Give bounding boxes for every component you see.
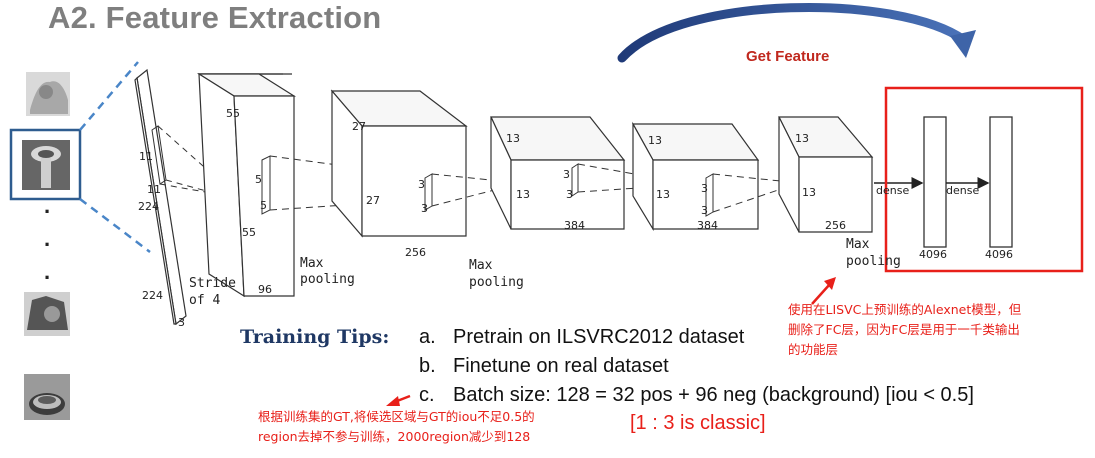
conv2-block <box>330 89 468 238</box>
tip-c: c. Batch size: 128 = 32 pos + 96 neg (bac… <box>419 384 974 407</box>
label-dense-2: dense <box>946 184 979 197</box>
label-4096b: 4096 <box>985 248 1013 261</box>
label-conv1-55b: 55 <box>242 226 256 239</box>
tip-a: a. Pretrain on ILSVRC2012 dataset <box>419 326 744 349</box>
tip-a-letter: a. <box>419 326 436 348</box>
label-dense-1: dense <box>876 184 909 197</box>
training-tips-label: Training Tips: <box>240 326 390 348</box>
page-title: A2. Feature Extraction <box>48 0 382 35</box>
fc-note-line-3: 的功能层 <box>788 342 839 357</box>
label-of4: of 4 <box>189 293 220 308</box>
label-conv4-384: 384 <box>697 219 718 232</box>
input-thumbnails <box>9 72 82 420</box>
label-stride: Stride <box>189 276 236 291</box>
input-layer <box>134 68 187 326</box>
label-conv3-13a: 13 <box>506 132 520 145</box>
label-conv3-384: 384 <box>564 219 585 232</box>
conv3-block <box>490 116 626 230</box>
label-conv5-256: 256 <box>825 219 846 232</box>
dot-3: . <box>44 259 50 284</box>
label-input-3: 3 <box>178 316 185 329</box>
label-maxpool3-max: Max <box>846 237 870 252</box>
label-conv5-13b: 13 <box>802 186 816 199</box>
fc-note-arrowhead <box>824 277 836 290</box>
label-maxpool2-max: Max <box>469 258 493 273</box>
label-conv4-3b: 3 <box>701 204 708 217</box>
label-input-224a: 224 <box>138 200 159 213</box>
get-feature-arc <box>617 2 969 63</box>
conv5-block <box>778 116 874 233</box>
tip-a-text: Pretrain on ILSVRC2012 dataset <box>453 326 745 348</box>
network-labels: 11 11 224 224 3 55 5 5 55 96 27 3 27 3 2… <box>138 107 1013 329</box>
label-conv5-13a: 13 <box>795 132 809 145</box>
thumbnail-selected <box>9 128 82 201</box>
get-feature-arrowhead <box>950 30 976 58</box>
fc-highlight-box <box>884 86 1084 273</box>
batch-filter-note: 根据训练集的GT,将候选区域与GT的iou不足0.5的 region去掉不参与训… <box>258 407 535 447</box>
label-input-11b: 11 <box>147 183 161 196</box>
label-conv2-3b: 3 <box>421 202 428 215</box>
tip-b: b. Finetune on real dataset <box>419 355 669 378</box>
fc-note-arrow <box>811 283 831 305</box>
thumbnail-3 <box>24 292 70 336</box>
tip-c-text: Batch size: 128 = 32 pos + 96 neg (backg… <box>453 384 974 406</box>
label-conv4-3a: 3 <box>701 182 708 195</box>
dot-1: . <box>44 193 50 218</box>
label-conv3-3b: 3 <box>566 188 573 201</box>
classic-ratio-note: [1 : 3 is classic] <box>630 412 766 434</box>
label-conv2-27b: 27 <box>366 194 380 207</box>
label-conv1-5a: 5 <box>255 173 262 186</box>
label-conv3-13b: 13 <box>516 188 530 201</box>
batch-note-line-1: 根据训练集的GT,将候选区域与GT的iou不足0.5的 <box>258 409 535 424</box>
label-maxpool1-max: Max <box>300 256 324 271</box>
label-input-11a: 11 <box>139 150 153 163</box>
tip-c-letter: c. <box>419 384 435 406</box>
label-conv1-5b: 5 <box>260 199 267 212</box>
label-conv2-3a: 3 <box>418 178 425 191</box>
label-4096a: 4096 <box>919 248 947 261</box>
fc-note-line-1: 使用在LISVC上预训练的Alexnet模型，但 <box>788 302 1022 317</box>
label-conv3-3a: 3 <box>563 168 570 181</box>
dashed-connector-top <box>79 61 139 131</box>
label-conv4-13a: 13 <box>648 134 662 147</box>
label-input-224b: 224 <box>142 289 163 302</box>
thumbnail-1 <box>26 72 70 116</box>
label-conv2-27a: 27 <box>352 120 366 133</box>
tip-b-letter: b. <box>419 355 436 377</box>
label-conv1-55a: 55 <box>226 107 240 120</box>
get-feature-label: Get Feature <box>746 48 829 65</box>
conv1-block <box>196 72 297 298</box>
fc-removal-note: 使用在LISVC上预训练的Alexnet模型，但 删除了FC层，因为FC层是用于… <box>788 300 1021 360</box>
batch-note-line-2: region去掉不参与训练，2000region减少到128 <box>258 429 531 444</box>
label-maxpool3-pooling: pooling <box>846 254 901 269</box>
fc-note-line-2: 删除了FC层，因为FC层是用于一千类输出 <box>788 322 1020 337</box>
batch-note-arrowhead <box>386 396 400 406</box>
pooling-labels: Stride of 4 Max pooling Max pooling Max … <box>189 237 901 308</box>
thumbnail-4 <box>24 374 70 420</box>
dense-layer-2 <box>989 116 1013 248</box>
dashed-connector-bottom <box>79 198 151 253</box>
label-conv1-96: 96 <box>258 283 272 296</box>
label-conv4-13b: 13 <box>656 188 670 201</box>
dot-2: . <box>44 226 50 251</box>
label-maxpool1-pooling: pooling <box>300 272 355 287</box>
label-conv2-256: 256 <box>405 246 426 259</box>
tip-b-text: Finetune on real dataset <box>453 355 669 377</box>
dense-layer-1 <box>923 116 947 248</box>
label-maxpool2-pooling: pooling <box>469 275 524 290</box>
